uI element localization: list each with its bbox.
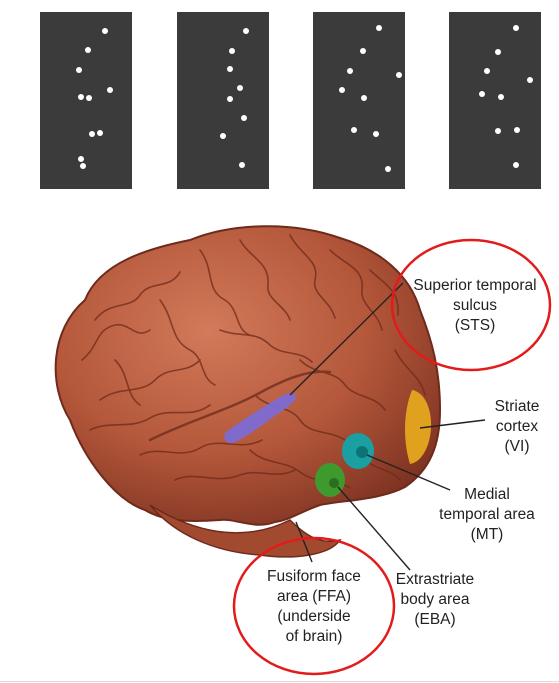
point-light-dot — [89, 131, 95, 137]
mt-region-center — [356, 446, 368, 458]
stimulus-panel-4 — [449, 12, 541, 189]
point-light-dot — [360, 48, 366, 54]
point-light-dot — [76, 67, 82, 73]
label-eba: Extrastriate body area (EBA) — [395, 571, 475, 628]
point-light-dot — [513, 162, 519, 168]
point-light-dot — [495, 49, 501, 55]
point-light-dot — [495, 128, 501, 134]
point-light-dot — [513, 25, 519, 31]
point-light-dot — [78, 156, 84, 162]
point-light-dot — [229, 48, 235, 54]
point-light-dot — [107, 87, 113, 93]
label-sts: Superior temporal sulcus (STS) — [413, 277, 537, 334]
ffa-highlight-circle — [232, 536, 396, 676]
point-light-dot — [102, 28, 108, 34]
stimulus-panel-3 — [313, 12, 405, 189]
point-light-dot — [220, 133, 226, 139]
point-light-dot — [385, 166, 391, 172]
point-light-dot — [373, 131, 379, 137]
stimulus-panel-1 — [40, 12, 132, 189]
point-light-dot — [227, 66, 233, 72]
point-light-dot — [239, 162, 245, 168]
point-light-dot — [396, 72, 402, 78]
point-light-dot — [339, 87, 345, 93]
point-light-dot — [479, 91, 485, 97]
point-light-dot — [227, 96, 233, 102]
point-light-dot — [85, 47, 91, 53]
point-light-dot — [361, 95, 367, 101]
sts-highlight-circle — [390, 238, 552, 372]
label-mt: Medial temporal area (MT) — [439, 486, 535, 543]
temporal-lobe-shape — [149, 504, 342, 558]
point-light-dot — [241, 115, 247, 121]
point-light-dot — [80, 163, 86, 169]
sts-region — [224, 392, 296, 444]
point-light-dot — [237, 85, 243, 91]
striate-cortex-region — [405, 390, 432, 464]
point-light-dot — [86, 95, 92, 101]
point-light-dot — [351, 127, 357, 133]
point-light-dot — [498, 94, 504, 100]
point-light-dot — [243, 28, 249, 34]
bottom-divider — [0, 681, 559, 682]
point-light-dot — [347, 68, 353, 74]
point-light-dot — [97, 130, 103, 136]
point-light-dot — [514, 127, 520, 133]
stimulus-panel-2 — [177, 12, 269, 189]
label-striate-cortex: Striate cortex (VI) — [494, 398, 540, 455]
gyri-texture — [81, 234, 426, 489]
cerebrum-shape — [54, 225, 442, 526]
point-light-dot — [376, 25, 382, 31]
point-light-dot — [78, 94, 84, 100]
point-light-dot — [484, 68, 490, 74]
eba-region-center — [329, 478, 339, 488]
point-light-dot — [527, 77, 533, 83]
label-ffa: Fusiform face area (FFA) (underside of b… — [267, 568, 361, 645]
leader-lines — [289, 282, 486, 571]
